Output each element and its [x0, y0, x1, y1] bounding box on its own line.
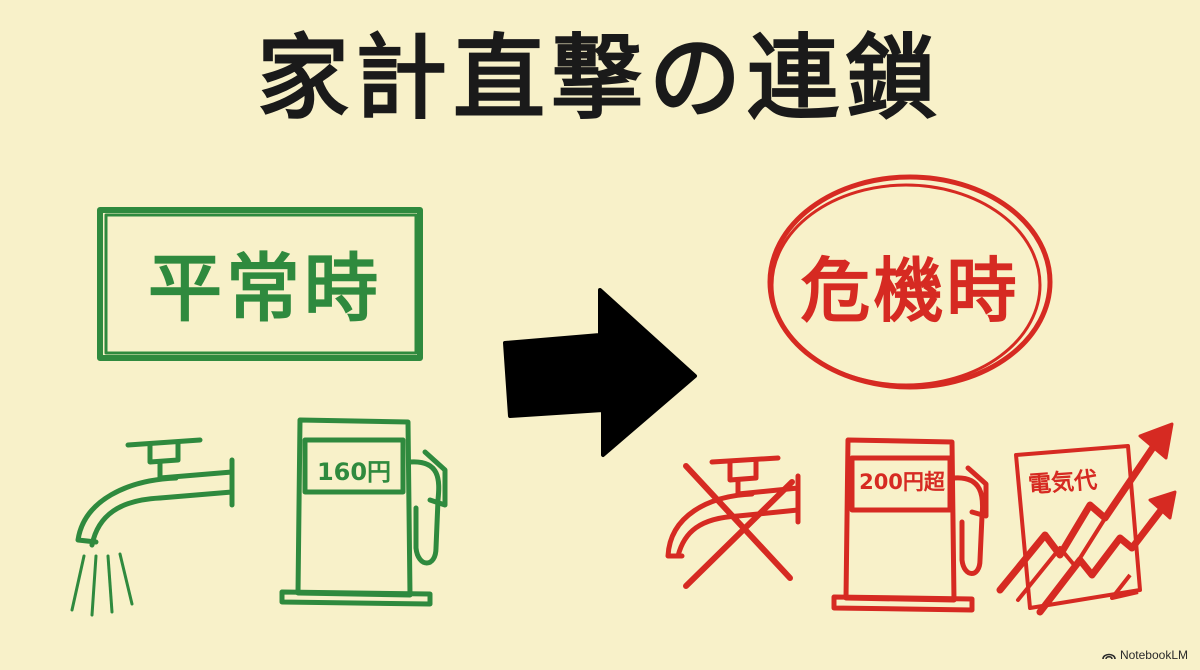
crisis-label: 危機時 — [800, 249, 1020, 332]
notebooklm-logo-icon — [1102, 653, 1116, 660]
page-title: 家計直撃の連鎖 — [256, 25, 943, 132]
trend-arrowhead-top — [1138, 422, 1174, 460]
right-arrow-icon — [503, 288, 697, 457]
normal-label: 平常時 — [148, 246, 382, 332]
normal-label-box — [97, 207, 423, 361]
rising-trend-arrow-icon — [996, 436, 1169, 616]
crisis-gas-price: 200円超 — [859, 470, 945, 494]
crisis-label-circle — [767, 174, 1053, 390]
crisis-gas-pump-icon — [831, 437, 989, 613]
faucet-icon — [70, 437, 235, 617]
crossed-faucet-icon — [665, 455, 801, 589]
gas-pump-icon — [279, 417, 448, 607]
watermark-text: NotebookLM — [1119, 648, 1188, 662]
watermark: NotebookLM — [1102, 648, 1188, 662]
electricity-bill-label: 電気代 — [1027, 467, 1099, 499]
trend-arrowhead-bottom — [1148, 490, 1177, 520]
normal-gas-price: 160円 — [316, 458, 392, 486]
